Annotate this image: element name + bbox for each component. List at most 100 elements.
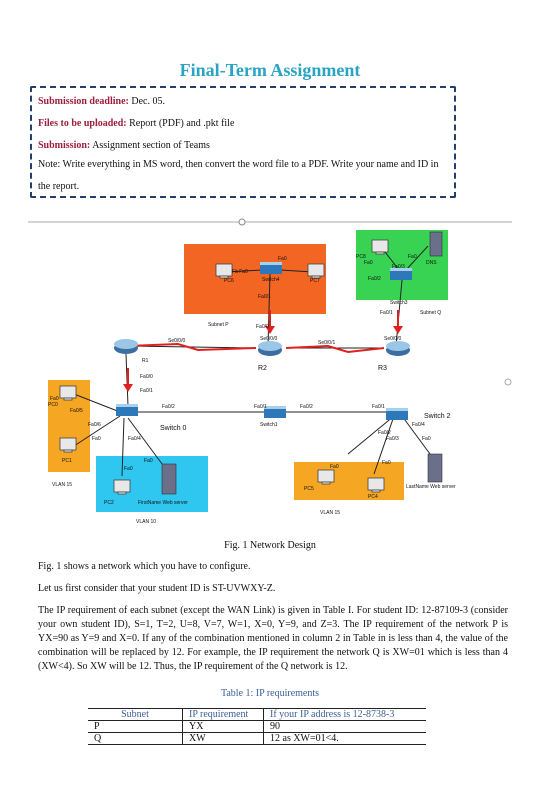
paragraph-2: Let us first consider that your student … [38, 583, 276, 594]
pc7-label: PC7 [310, 278, 320, 284]
r1-label: R1 [142, 358, 149, 364]
deadline-line: Submission deadline: Dec. 05. [38, 96, 165, 107]
submission-value: Assignment section of Teams [90, 140, 210, 151]
note-text: Note: Write everything in MS word, then … [38, 159, 439, 192]
fa0-label: Fa0 [278, 256, 287, 262]
vlan15-right-area [294, 462, 404, 500]
table-caption: Table 1: IP requirements [220, 688, 320, 699]
paragraph-3: The IP requirement of each subnet (excep… [38, 605, 508, 672]
table-row: Q XW 12 as XW=01<4. [88, 732, 426, 745]
table-cell: 12 as XW=01<4. [263, 732, 426, 745]
table-header-ip-requirement: IP requirement [182, 708, 264, 721]
fa0-pc0-label: Fa0 [50, 396, 59, 402]
dns-label: DNS [426, 260, 437, 266]
pc2-label: PC2 [104, 500, 114, 506]
switch2-label: Switch 2 [424, 413, 451, 420]
lastname-server-label: LastName Web server [406, 484, 456, 490]
fa0-srv-label: Fa0 [144, 458, 153, 464]
table-cell: P [88, 720, 183, 733]
pc8-label: PC8 [356, 254, 366, 260]
fa02-s2-label: Fa0/2 [378, 430, 391, 436]
fafa0-label: Fä Fa0 [232, 269, 248, 275]
fa0-pc1-label: Fa0 [92, 436, 101, 442]
switch3-label: Switch3 [390, 300, 408, 306]
serial-links [127, 310, 399, 386]
pc0-label: PC0 [48, 402, 58, 408]
firstname-server-icon [161, 463, 177, 495]
fa01-label: Fa0/1 [258, 294, 271, 300]
submission-info-box: Submission deadline: Dec. 05. Files to b… [30, 86, 456, 198]
table-cell: 90 [263, 720, 426, 733]
table-cell: YX [182, 720, 264, 733]
pc6-icon [215, 263, 233, 279]
fa00-label: Fa0/0 [256, 324, 269, 330]
ip-requirements-table: Subnet IP requirement If your IP address… [88, 708, 426, 745]
se000-r2-label: Se0/0/0 [260, 336, 277, 342]
fa03-label: Fa0/3 [392, 264, 405, 270]
subnet-q-label: Subnet Q [420, 310, 441, 316]
pc8-icon [371, 239, 389, 255]
switch0-icon [116, 404, 138, 416]
r2-label: R2 [258, 365, 267, 372]
se000-r3-label: Se0/0/0 [384, 336, 401, 342]
deadline-value: Dec. 05. [128, 96, 165, 107]
dns-server-icon [429, 231, 443, 257]
vlan15-left-label: VLAN 15 [52, 482, 72, 488]
fa03-s2-label: Fa0/3 [386, 436, 399, 442]
fa01-s2-label: Fa0/1 [372, 404, 385, 410]
pc1-icon [59, 437, 77, 453]
fa0-pc2-label: Fa0 [124, 466, 133, 472]
pc0-icon [59, 385, 77, 401]
paragraph-1: Fig. 1 shows a network which you have to… [38, 561, 251, 572]
pc4-label: PC4 [368, 494, 378, 500]
table-row: P YX 90 [88, 720, 426, 733]
se001-label: Se0/0/1 [318, 340, 335, 346]
fa0-pc4-label: Fa0 [382, 460, 391, 466]
page-title: Final-Term Assignment [179, 60, 361, 80]
pc1-label: PC1 [62, 458, 72, 464]
table-cell: Q [88, 732, 183, 745]
switch1-label: Switch1 [260, 422, 278, 428]
subnet-p-area [184, 244, 326, 314]
pc5-label: PC5 [304, 486, 314, 492]
table-header-if-ip: If your IP address is 12-8738-3 [263, 708, 426, 721]
switch4-label: Switch4 [262, 277, 280, 283]
submission-line: Submission: Assignment section of Teams [38, 140, 210, 151]
fa01-q-label: Fa0/1 [380, 310, 393, 316]
switch3-icon [390, 268, 412, 280]
files-label: Files to be uploaded: [38, 118, 127, 129]
table-header-subnet: Subnet [88, 708, 183, 721]
fa01-r1-label: Fa0/1 [140, 388, 153, 394]
files-value: Report (PDF) and .pkt file [126, 118, 235, 129]
router-r1-icon [114, 339, 138, 354]
fa0-pc5-label: Fa0 [330, 464, 339, 470]
se000-r1-label: Se0/0/0 [168, 338, 185, 344]
figure-edge-handle-icon [504, 378, 512, 386]
fa05-label: Fa0/5 [70, 408, 83, 414]
fa06-label: Fa0/6 [88, 422, 101, 428]
fa01-s1-label: Fa0/1 [254, 404, 267, 410]
fa02-label: Fa0/2 [162, 404, 175, 410]
table-cell: XW [182, 732, 264, 745]
arrow-icon [265, 326, 275, 334]
vlan15-right-label: VLAN 15 [320, 510, 340, 516]
firstname-server-label: FirstName Web server [138, 500, 188, 506]
switch1-icon [264, 406, 286, 418]
subnet-p-label: Subnet P [208, 322, 229, 328]
fa0-dns-label: Fa0 [408, 254, 417, 260]
switch4-icon [260, 262, 282, 274]
pc2-icon [113, 479, 131, 495]
fa02-s1-label: Fa0/2 [300, 404, 313, 410]
table-header-row: Subnet IP requirement If your IP address… [88, 708, 426, 721]
pc4-icon [367, 477, 385, 493]
fa04-s2-label: Fa0/4 [412, 422, 425, 428]
fa0-q-label: Fa0 [364, 260, 373, 266]
fa04-label: Fa0/4 [128, 436, 141, 442]
pc7-icon [307, 263, 325, 279]
router-r2-icon [258, 341, 282, 356]
vlan10-label: VLAN 10 [136, 519, 156, 525]
files-line: Files to be uploaded: Report (PDF) and .… [38, 118, 234, 129]
lastname-server-icon [427, 453, 443, 483]
pc6-label: PC6 [224, 278, 234, 284]
network-diagram: Fa0 Fä Fa0 PC6 Switch4 PC7 Fa0/1 Fa0/0 S… [28, 218, 512, 525]
